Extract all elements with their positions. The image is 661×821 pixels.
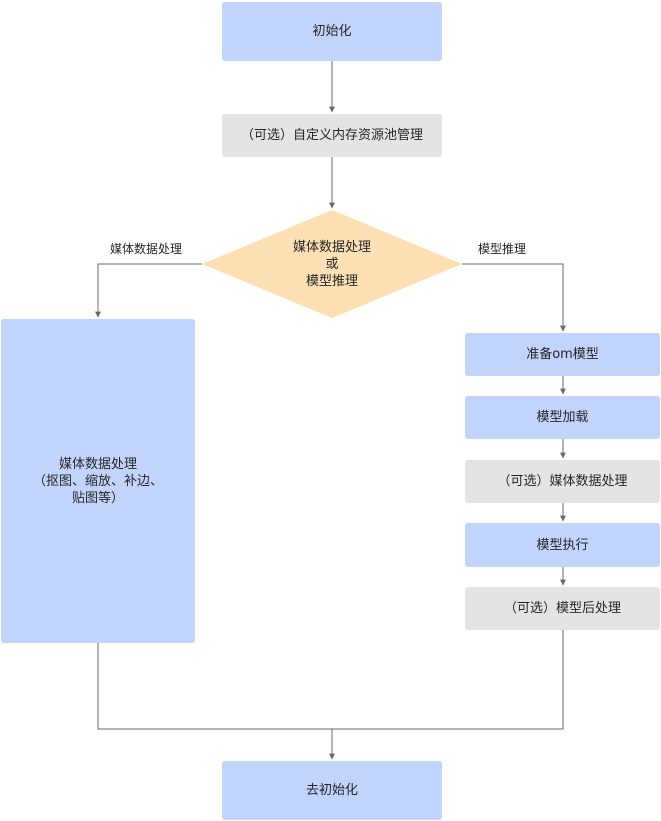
merge-line-left [97, 643, 332, 730]
memory-pool-step-label: （可选）自定义内存资源池管理 [240, 128, 423, 143]
arrow-decision-to-media [95, 263, 202, 318]
init-step: 初始化 [222, 2, 442, 61]
prepare-model-step: 准备om模型 [465, 333, 660, 376]
decision-diamond [202, 210, 462, 318]
execute-model-step: 模型执行 [465, 523, 660, 567]
optional-media-step-label: （可选）媒体数据处理 [497, 474, 628, 489]
load-model-step: 模型加载 [465, 396, 660, 439]
optional-media-step: （可选）媒体数据处理 [465, 460, 660, 503]
deinit-step: 去初始化 [222, 761, 442, 820]
optional-post-step-label: （可选）模型后处理 [503, 601, 621, 616]
right-branch-label: 模型推理 [478, 242, 527, 256]
optional-post-step: （可选）模型后处理 [465, 587, 660, 630]
init-step-label: 初始化 [312, 24, 352, 39]
media-process-step-label: 媒体数据处理 （抠图、缩放、补边、 贴图等） [32, 456, 163, 506]
execute-model-step-label: 模型执行 [536, 537, 589, 553]
memory-pool-step: （可选）自定义内存资源池管理 [222, 114, 442, 157]
arrow-decision-to-prepare [462, 263, 566, 332]
deinit-step-label: 去初始化 [305, 783, 358, 798]
prepare-model-step-label: 准备om模型 [526, 347, 599, 362]
left-branch-label: 媒体数据处理 [110, 242, 183, 256]
decision-label: 媒体数据处理 或 模型推理 [292, 239, 371, 289]
media-process-step: 媒体数据处理 （抠图、缩放、补边、 贴图等） [1, 319, 195, 643]
merge-line-right [332, 630, 564, 730]
load-model-step-label: 模型加载 [536, 410, 589, 425]
